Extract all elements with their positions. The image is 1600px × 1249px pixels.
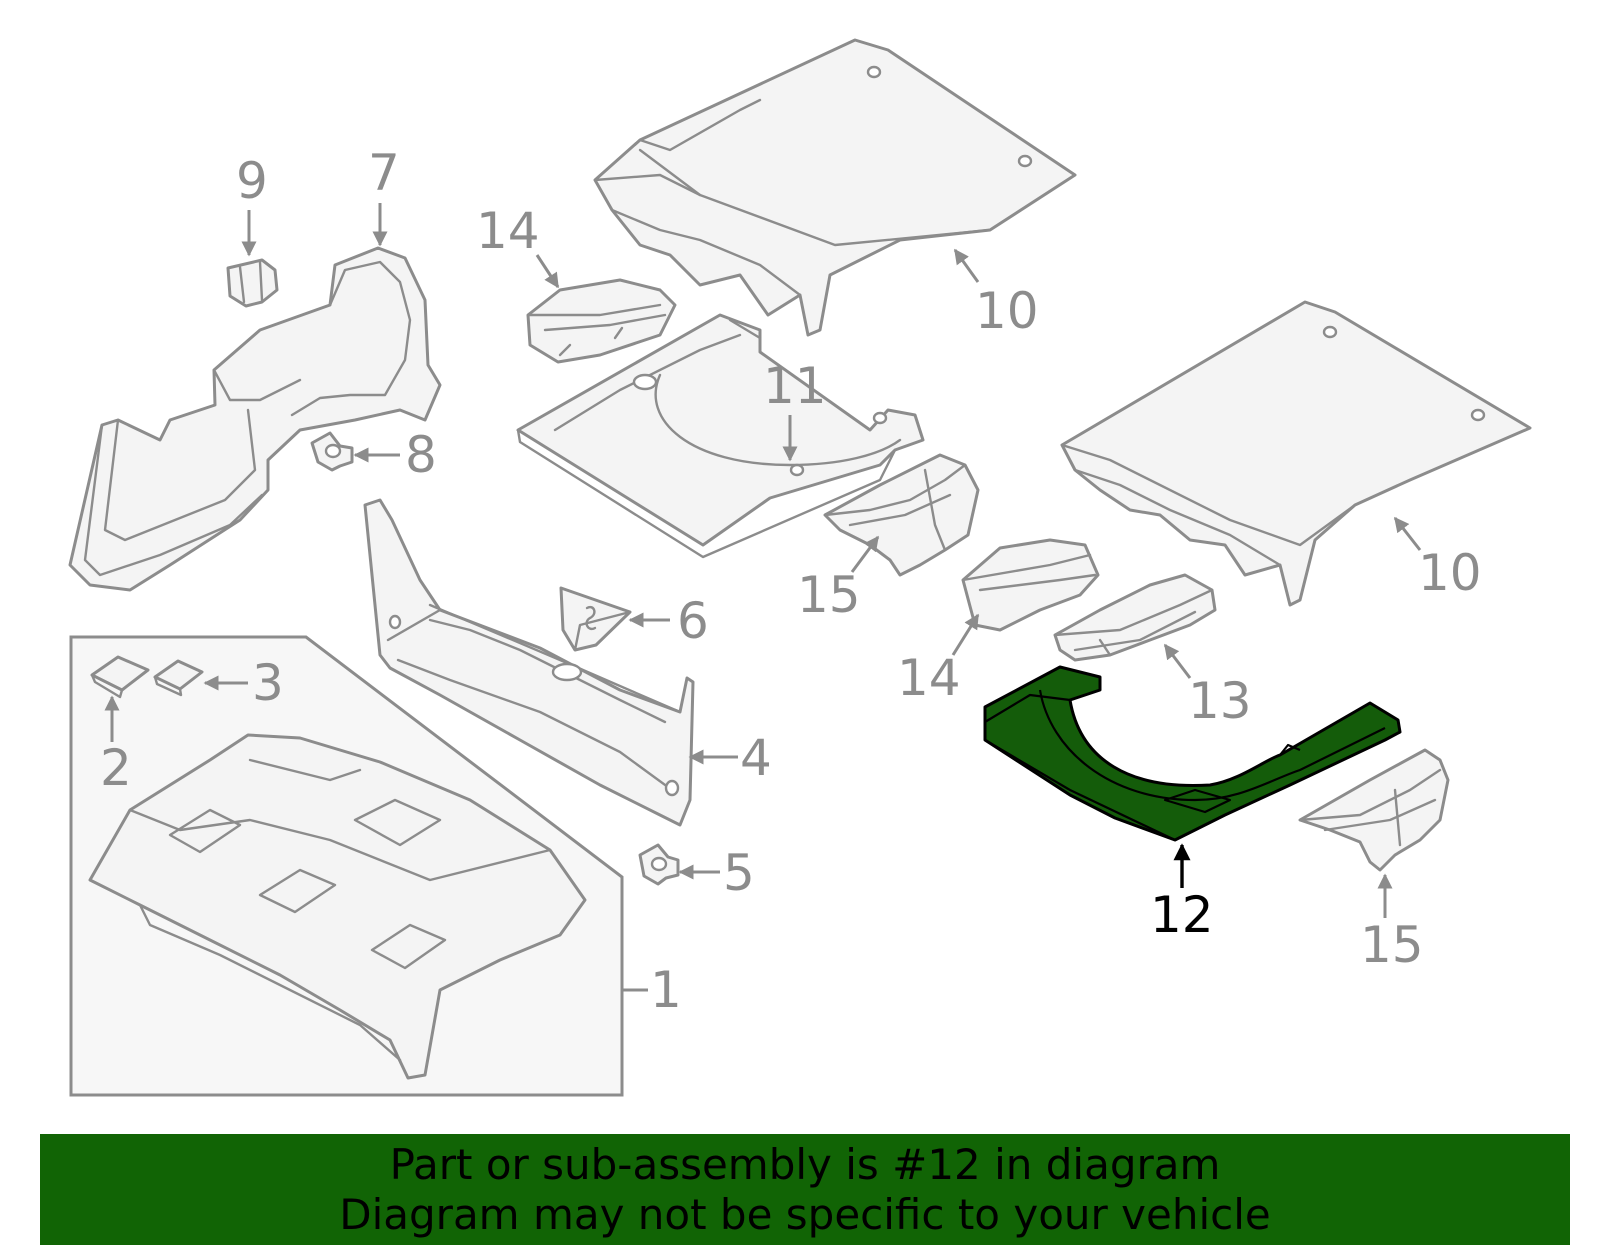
part-10-upper-floor-cover [593,38,1077,337]
part-15-lower-bracket [1298,748,1450,872]
callout-4: 4 [740,729,772,787]
part-11-floor-board [516,313,925,559]
part-6-bracket [559,586,632,652]
leader-15-upper [850,535,880,573]
callout-1: 1 [650,961,682,1019]
callout-8: 8 [405,426,437,484]
callout-11: 11 [763,357,827,415]
callout-15-lower: 15 [1360,916,1424,974]
callout-10-upper: 10 [975,282,1039,340]
part-12-highlighted-support [983,665,1402,842]
callout-15-upper: 15 [797,566,861,624]
callout-14-lower: 14 [897,649,961,707]
banner-line-disclaimer: Diagram may not be specific to your vehi… [339,1189,1271,1239]
part-2-cap [90,655,150,699]
callout-13: 13 [1188,672,1252,730]
part-9-retainer [226,258,279,308]
part-3-cap [153,659,204,697]
part-14-upper-storage-tray [526,278,677,364]
leader-14-lower [951,613,980,656]
leader-10-lower [1393,516,1422,551]
callout-10-lower: 10 [1418,544,1482,602]
callout-14-upper: 14 [476,202,540,260]
banner-line-part: Part or sub-assembly is #12 in diagram [389,1139,1221,1189]
callout-12: 12 [1150,886,1214,944]
leader-13 [1163,643,1192,679]
callout-6: 6 [677,592,709,650]
part-10-lower-floor-cover [1060,300,1532,607]
part-8-clip [310,431,354,472]
part-1-package-tray [88,733,587,1080]
part-13-storage-box [1053,573,1217,662]
leader-10-upper [953,248,980,283]
callout-9: 9 [236,152,268,210]
leader-14-upper [535,254,560,289]
part-7-quarter-trim [68,246,442,592]
part-5-clip [638,843,680,886]
part-info-banner: Part or sub-assembly is #12 in diagram D… [40,1134,1570,1245]
callout-3: 3 [252,654,284,712]
callout-7: 7 [368,144,400,202]
callout-2: 2 [100,739,132,797]
part-14-lower-storage-tray [961,538,1100,632]
part-15-upper-bracket [823,453,980,577]
callout-5: 5 [723,844,755,902]
part-4-sill-trim [363,498,695,827]
